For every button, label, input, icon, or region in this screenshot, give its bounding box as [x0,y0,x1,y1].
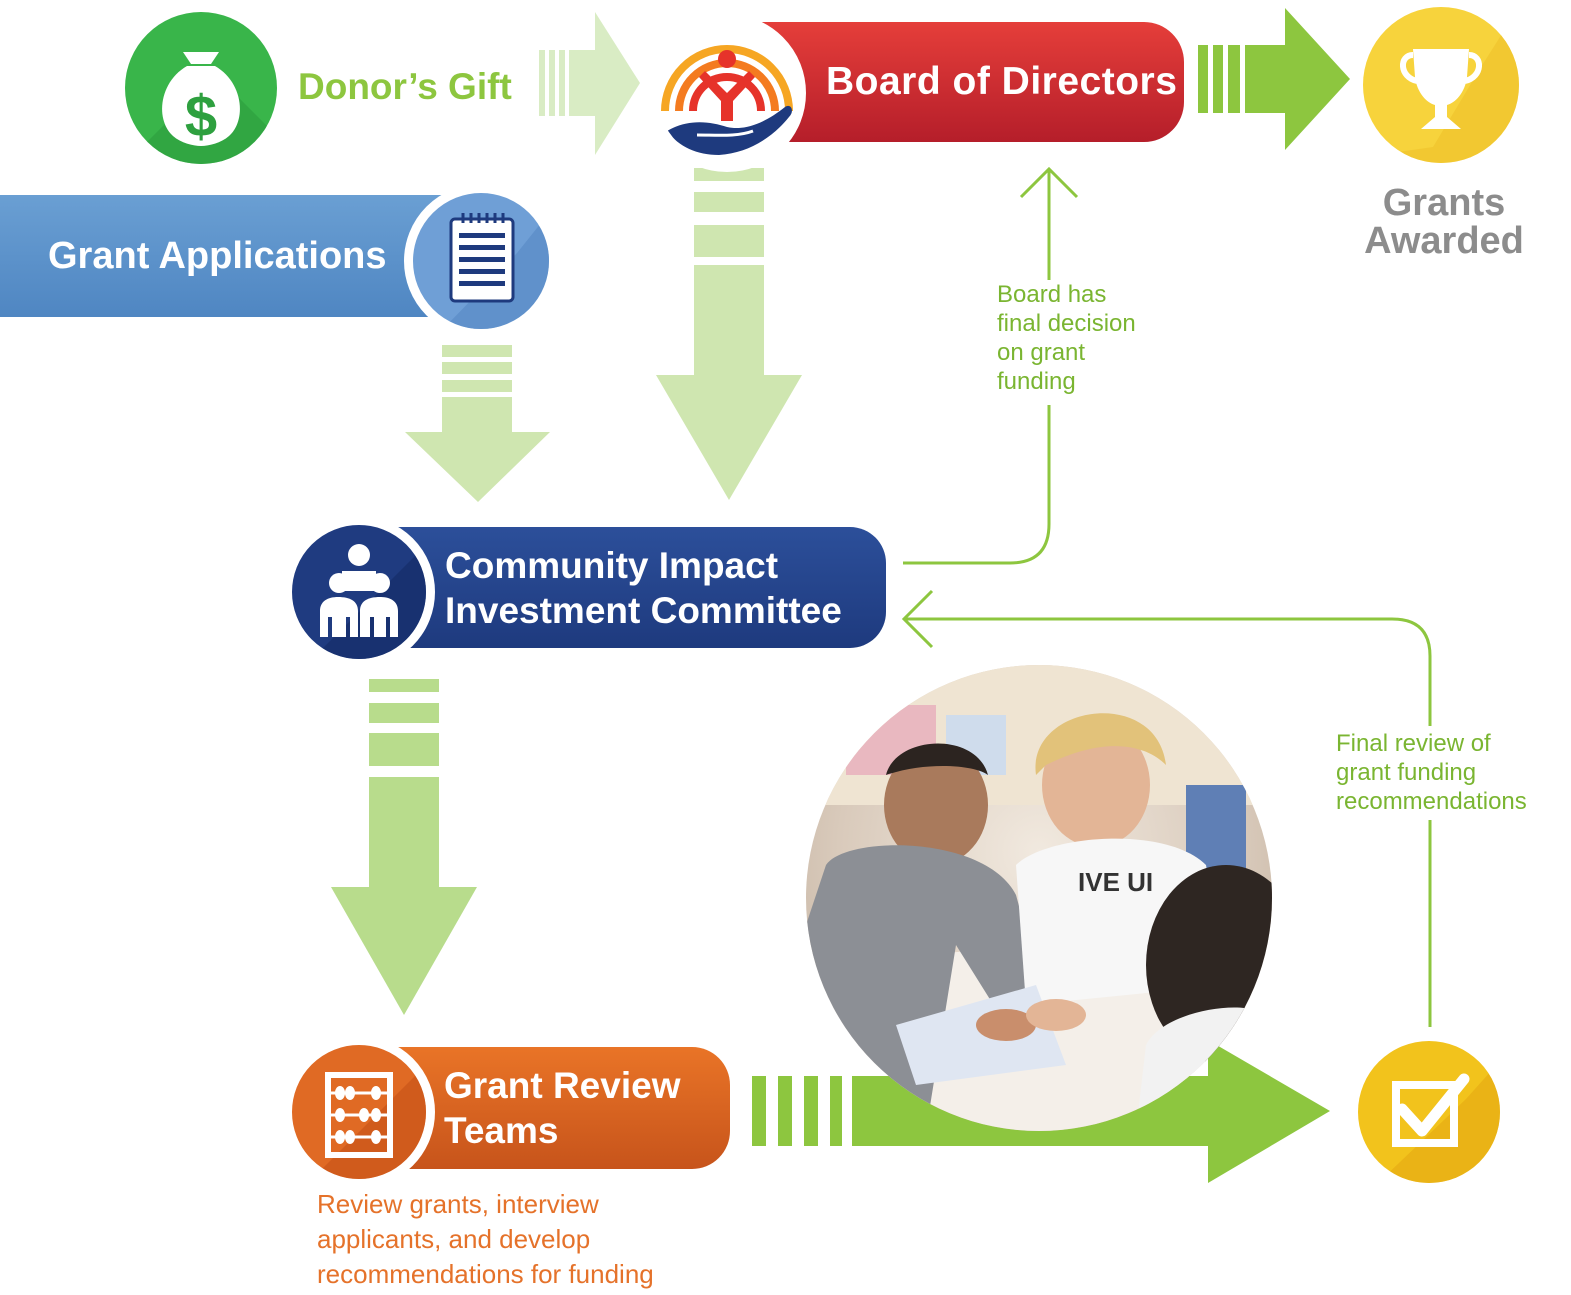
united-way-logo-circle [648,14,806,172]
line-committee-to-board [903,166,1079,565]
arrow-donor-to-board [539,12,640,155]
money-bag-icon: $ [125,52,277,164]
grant-review-line1: Grant Review [444,1065,681,1106]
trophy-icon [1363,7,1519,163]
final-review-line: grant funding [1336,759,1477,786]
united-way-hand-logo [661,45,793,155]
arrow-committee-to-review [331,679,477,1015]
grant-review-line2: Teams [444,1110,559,1151]
svg-text:$: $ [185,84,217,149]
arrow-board-to-committee [656,168,802,500]
people-group-icon [312,544,426,659]
final-review-note: Final review of grant funding recommenda… [1336,729,1571,816]
review-tasks-note: Review grants, interview applicants, and… [317,1187,737,1292]
review-tasks-line: applicants, and develop [317,1224,591,1254]
shirt-text: IVE UI [1078,867,1153,897]
board-decision-line: final decision [997,310,1136,337]
arrow-board-to-grants [1198,8,1350,150]
notepad-icon [443,213,549,329]
board-decision-line: Board has [997,281,1107,308]
checkmark-icon [1378,1061,1500,1183]
review-tasks-line: Review grants, interview [317,1189,599,1219]
volunteer-photo: IVE UI [806,665,1272,1131]
abacus-circle [283,1036,435,1188]
review-tasks-line: recommendations for funding [317,1259,654,1289]
final-review-line: recommendations [1336,788,1527,815]
people-group-circle [283,516,435,668]
board-of-directors-label: Board of Directors [826,60,1178,103]
committee-line1: Community Impact [445,544,779,586]
donor-gift-label: Donor’s Gift [298,66,512,107]
committee-line2: Investment Committee [445,589,842,631]
notepad-circle [404,184,558,338]
committee-label: Community Impact Investment Committee [445,543,842,633]
abacus-icon [312,1065,426,1179]
grant-applications-pill: Grant Applications [0,195,470,317]
board-of-directors-pill: Board of Directors [752,22,1184,142]
board-decision-line: funding [997,368,1076,395]
committee-pill: Community Impact Investment Committee [370,527,886,648]
arrow-applications-to-committee [405,345,550,502]
grants-awarded-line2: Awarded [1364,220,1524,262]
line-check-to-committee [901,589,1432,1027]
grant-review-teams-pill: Grant Review Teams [378,1047,730,1169]
grant-review-teams-label: Grant Review Teams [444,1063,680,1153]
grants-awarded-line1: Grants [1382,182,1506,224]
trophy-circle [1363,7,1519,163]
grant-applications-label: Grant Applications [48,234,387,277]
donor-gift-circle: $ [125,12,277,164]
board-decision-note: Board has final decision on grant fundin… [997,280,1177,396]
final-review-line: Final review of [1336,730,1491,757]
board-decision-line: on grant [997,339,1086,366]
photo-scene-image: IVE UI [806,665,1272,1131]
grants-awarded-label: Grants Awarded [1356,184,1532,260]
checkmark-circle [1358,1041,1500,1183]
